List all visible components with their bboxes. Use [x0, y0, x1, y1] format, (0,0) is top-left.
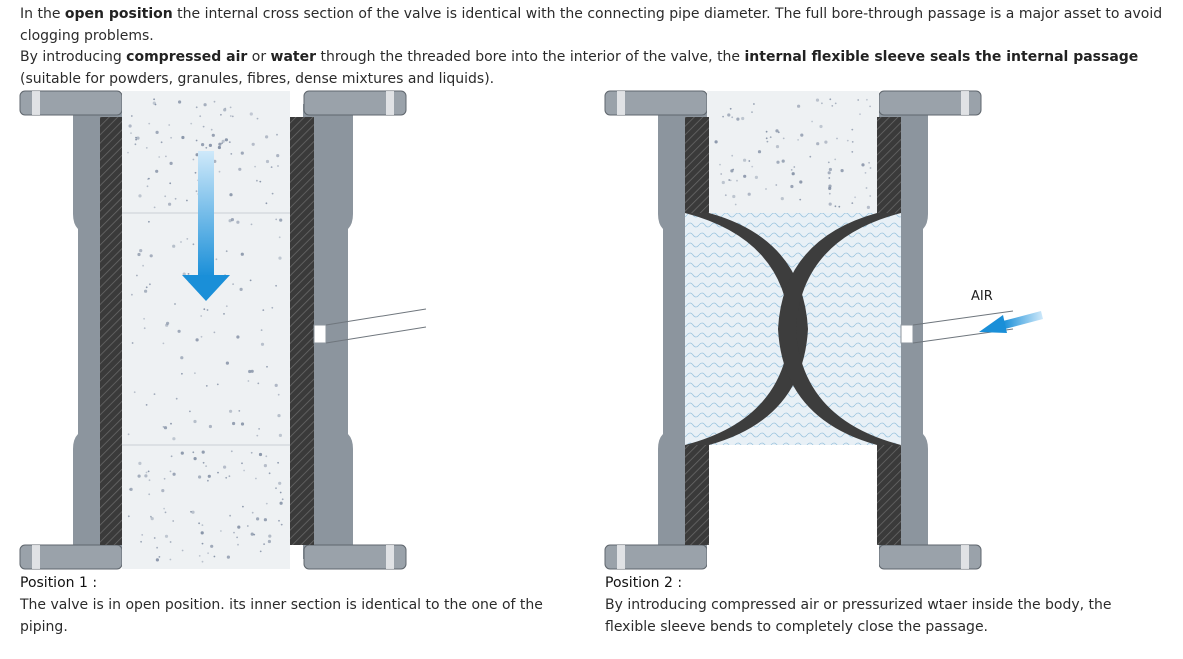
position-2-caption: Position 2 : By introducing compressed a…	[605, 572, 1165, 638]
position-1-title: Position 1 :	[20, 575, 98, 591]
valve-open-diagram	[19, 90, 427, 570]
position-1-description: The valve is in open position. its inner…	[20, 597, 543, 635]
intro-paragraph-sealing: By introducing compressed air or water t…	[20, 49, 1139, 87]
position-1-caption: Position 1 : The valve is in open positi…	[20, 572, 580, 638]
intro-paragraph-open-position: In the open position the internal cross …	[20, 6, 1163, 44]
flow-arrow-down-icon	[182, 151, 230, 301]
position-2-description: By introducing compressed air or pressur…	[605, 597, 1112, 635]
intro-text: In the open position the internal cross …	[20, 4, 1170, 90]
air-inlet-arrow-icon	[979, 311, 1043, 333]
position-2-title: Position 2 :	[605, 575, 683, 591]
valve-closed-diagram: AIR	[604, 90, 1043, 570]
air-label: AIR	[971, 289, 993, 304]
